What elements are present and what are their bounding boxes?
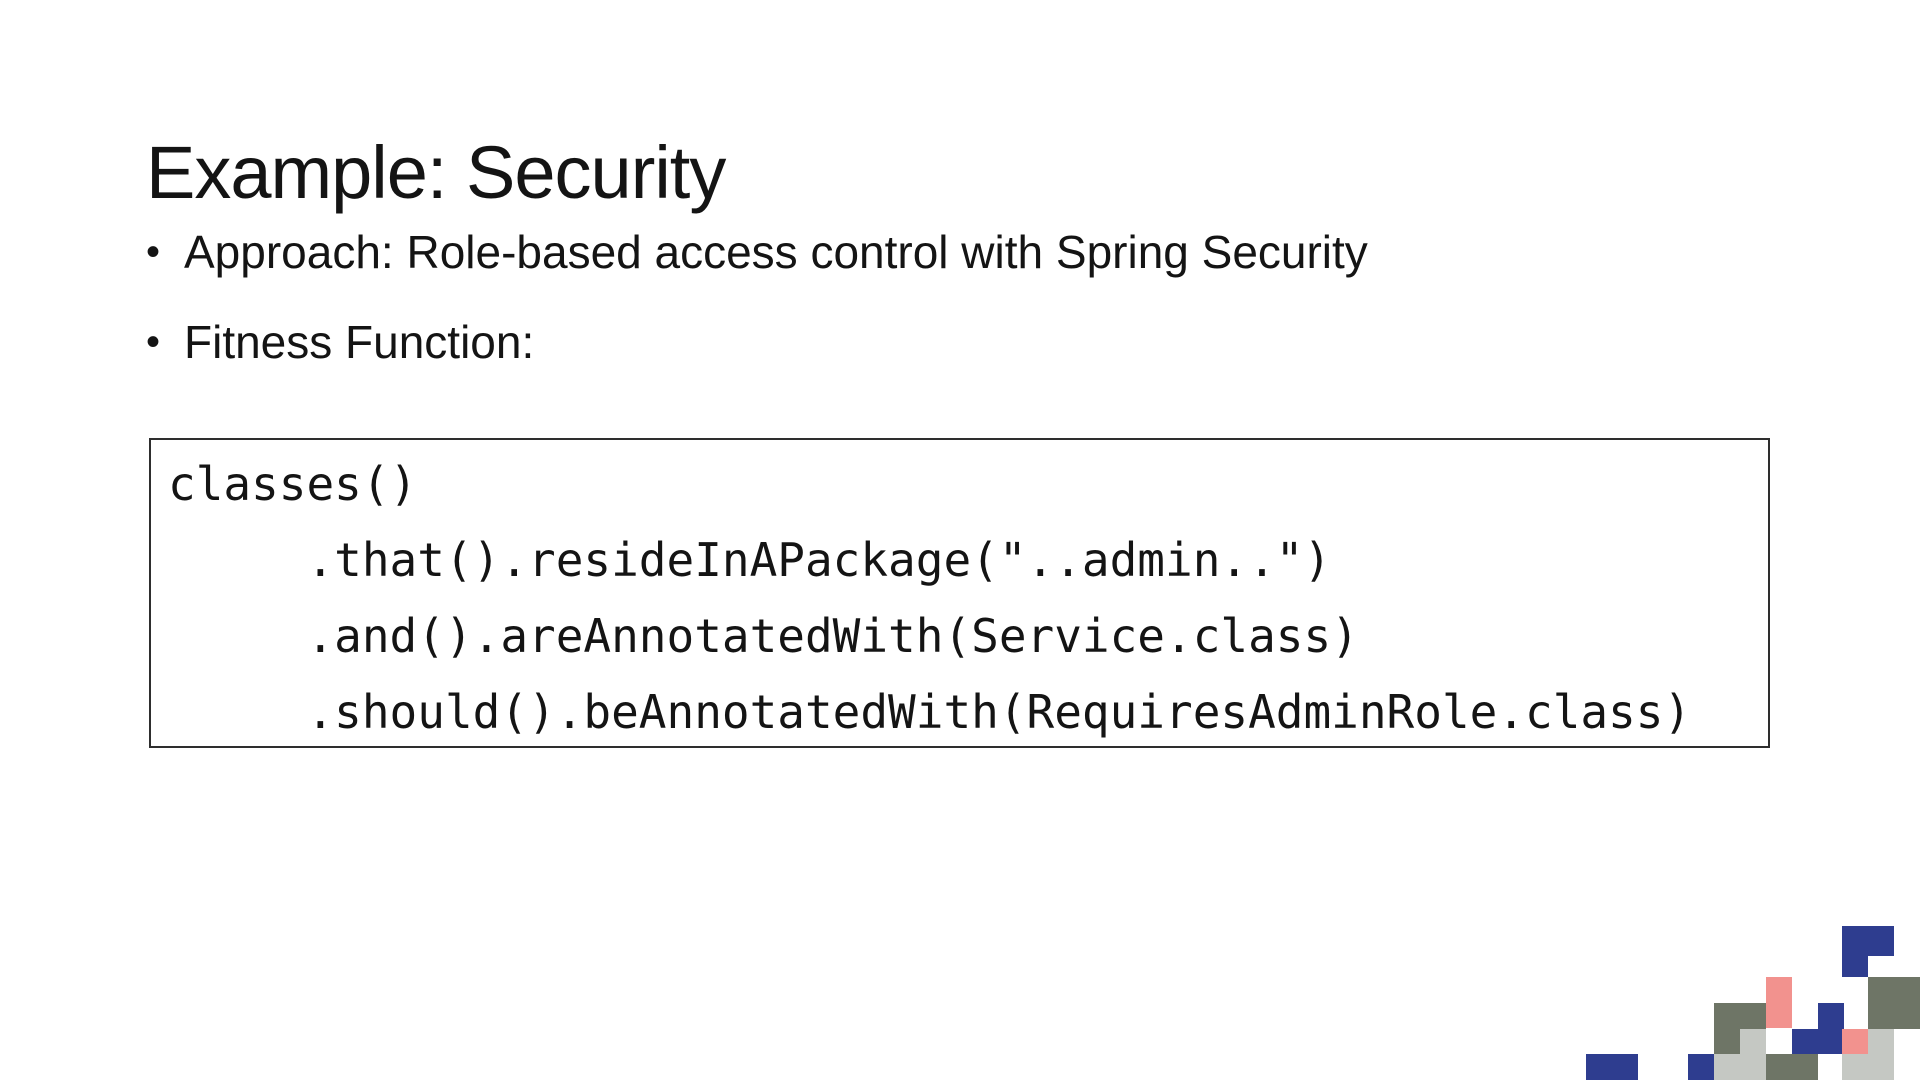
deco-pixel xyxy=(1740,1029,1766,1080)
deco-pixel xyxy=(1766,1054,1818,1080)
bullet-text: Fitness Function: xyxy=(184,316,535,368)
code-line: classes() xyxy=(168,457,418,511)
code-block: classes() .that().resideInAPackage("..ad… xyxy=(149,438,1770,748)
deco-pixel xyxy=(1868,977,1920,1029)
deco-pixel xyxy=(1766,977,1792,1028)
deco-pixel xyxy=(1714,1003,1766,1029)
bullet-item: • Approach: Role-based access control wi… xyxy=(146,224,1368,280)
deco-pixel xyxy=(1842,956,1868,977)
page-title: Example: Security xyxy=(146,130,726,214)
deco-pixel xyxy=(1792,1029,1842,1054)
code-line: .and().areAnnotatedWith(Service.class) xyxy=(168,609,1359,663)
deco-pixel xyxy=(1818,1003,1844,1029)
bullet-item: • Fitness Function: xyxy=(146,314,1368,370)
bullet-icon: • xyxy=(146,320,161,364)
code-line: .that().resideInAPackage("..admin..") xyxy=(168,533,1332,587)
deco-pixel xyxy=(1714,1054,1766,1080)
deco-pixel xyxy=(1714,1029,1740,1054)
bullet-list: • Approach: Role-based access control wi… xyxy=(146,224,1368,370)
deco-pixel xyxy=(1586,1054,1638,1080)
deco-pixel xyxy=(1842,1029,1868,1054)
deco-pixel xyxy=(1842,1054,1894,1080)
deco-pixel xyxy=(1868,1029,1894,1080)
code-line: .should().beAnnotatedWith(RequiresAdminR… xyxy=(168,685,1692,739)
deco-pixel xyxy=(1688,1054,1714,1080)
deco-pixel xyxy=(1842,926,1894,956)
bullet-icon: • xyxy=(146,230,161,274)
bullet-text: Approach: Role-based access control with… xyxy=(184,226,1368,278)
